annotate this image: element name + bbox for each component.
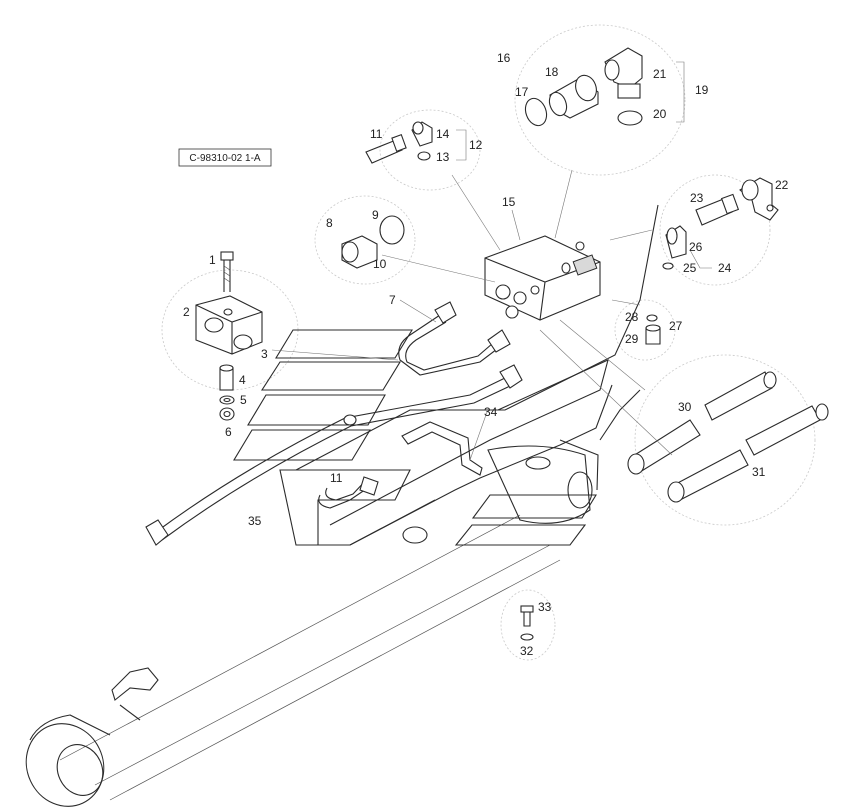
callout-25: 25 <box>683 261 697 275</box>
washer-32 <box>520 633 534 641</box>
hose-11-lower <box>318 476 379 509</box>
o-ring-20 <box>617 110 643 126</box>
callout-20: 20 <box>653 107 667 121</box>
o-ring-13 <box>417 151 431 161</box>
callout-24: 24 <box>718 261 732 275</box>
callout-33: 33 <box>538 600 552 614</box>
o-ring-28 <box>646 314 658 322</box>
bolt-1 <box>220 251 234 292</box>
valve-block-15 <box>484 235 601 321</box>
washer-5 <box>219 395 235 405</box>
hose-31 <box>667 403 829 503</box>
callout-30: 30 <box>678 400 692 414</box>
callout-18: 18 <box>545 65 559 79</box>
o-ring-17 <box>524 97 548 127</box>
callout-12: 12 <box>469 138 483 152</box>
callout-11: 11 <box>370 127 383 141</box>
fitting-23 <box>695 193 740 226</box>
pipe-7 <box>398 301 511 376</box>
hose-30 <box>627 371 777 475</box>
callout-28: 28 <box>625 310 639 324</box>
callout-16: 16 <box>497 51 511 65</box>
callout-19: 19 <box>695 83 709 97</box>
callout-15: 15 <box>502 195 516 209</box>
elbow-26 <box>665 225 687 259</box>
callout-31: 31 <box>752 465 766 479</box>
banjo-22 <box>739 177 779 221</box>
washer-6 <box>219 407 235 421</box>
callout-34: 34 <box>484 405 498 419</box>
callout-23: 23 <box>690 191 704 205</box>
hose-11-upper <box>365 134 407 164</box>
callout-6: 6 <box>225 425 232 439</box>
o-ring-25 <box>662 262 674 270</box>
elbow-14 <box>411 121 433 147</box>
elbow-21 <box>604 47 643 99</box>
callout-27: 27 <box>669 319 683 333</box>
callout-8: 8 <box>326 216 333 230</box>
leader-lines <box>271 61 712 461</box>
o-ring-9 <box>379 215 405 245</box>
callout-5: 5 <box>240 393 247 407</box>
hydraulic-cylinder <box>25 445 593 807</box>
callout-32: 32 <box>520 644 534 658</box>
callout-14: 14 <box>436 127 450 141</box>
callout-22: 22 <box>775 178 789 192</box>
callout-3: 3 <box>261 347 268 361</box>
adapter-18 <box>548 74 599 119</box>
callout-9: 9 <box>372 208 379 222</box>
callout-21: 21 <box>653 67 667 81</box>
callout-1: 1 <box>209 253 216 267</box>
callout-4: 4 <box>239 373 246 387</box>
adapter-8 <box>341 235 378 269</box>
callout-2: 2 <box>183 305 190 319</box>
callout-26: 26 <box>689 240 703 254</box>
callout-35: 35 <box>248 514 262 528</box>
mounting-bracket <box>233 204 659 546</box>
callout-29: 29 <box>625 332 639 346</box>
clamp-34 <box>401 421 483 476</box>
plug-29 <box>645 324 661 345</box>
callout-10: 10 <box>373 257 387 271</box>
detail-bubbles <box>161 24 816 661</box>
callout-11-lower: 11 <box>330 471 343 485</box>
callout-13: 13 <box>436 150 450 164</box>
drawing-reference-text: C-98310-02 1-A <box>189 153 260 164</box>
drawing-reference-label: C-98310-02 1-A <box>178 148 272 167</box>
pipe-35 <box>145 364 523 546</box>
bolt-33 <box>520 605 534 627</box>
spacer-4 <box>219 364 234 391</box>
clamp-block-2-3 <box>195 295 263 355</box>
callout-17: 17 <box>515 85 529 99</box>
callout-labels: 1 2 3 4 5 6 7 8 9 10 11 12 13 14 15 16 1… <box>183 51 789 658</box>
callout-7: 7 <box>389 293 396 307</box>
